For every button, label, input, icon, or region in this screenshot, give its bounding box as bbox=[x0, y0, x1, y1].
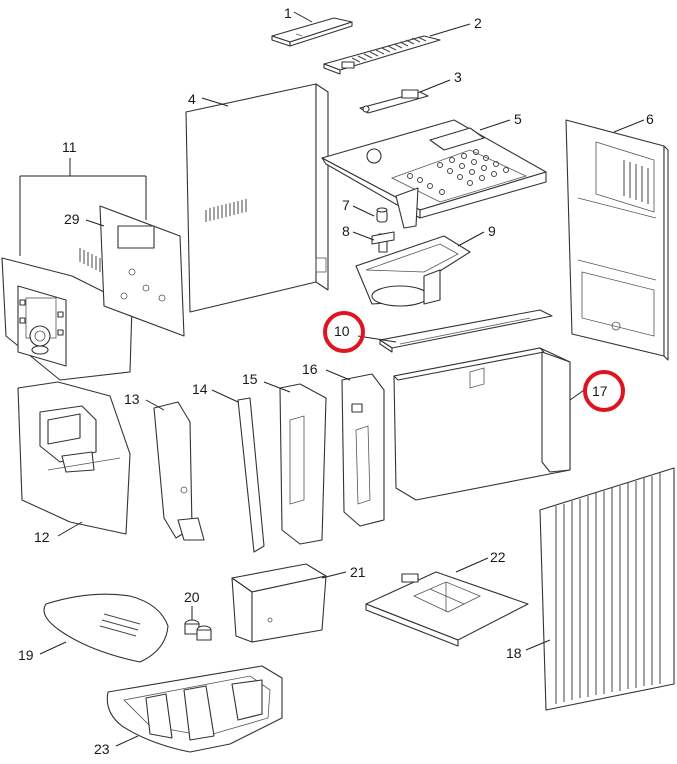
part-18-grille-panel bbox=[539, 467, 675, 711]
callout-labels: 1 2 3 4 5 6 7 8 9 10 11 12 13 14 15 16 1… bbox=[18, 5, 654, 757]
part-23-drip-base bbox=[106, 665, 283, 753]
part-19-drip-plate bbox=[43, 593, 169, 663]
part-10-rail bbox=[379, 309, 553, 353]
part-17-water-tank bbox=[393, 347, 571, 501]
part-4-side-panel bbox=[185, 83, 329, 313]
part-1-top-lid bbox=[271, 17, 353, 47]
callout-16: 16 bbox=[302, 361, 318, 377]
callout-20: 20 bbox=[184, 589, 200, 605]
part-5-cup-tray bbox=[321, 119, 547, 229]
callout-2: 2 bbox=[474, 15, 482, 31]
part-20-cylinders bbox=[184, 619, 212, 641]
callout-21: 21 bbox=[350, 564, 366, 580]
callout-12: 12 bbox=[34, 529, 50, 545]
callout-18: 18 bbox=[506, 645, 522, 661]
callout-3: 3 bbox=[454, 69, 462, 85]
leader-lines bbox=[19, 11, 645, 747]
callout-8: 8 bbox=[342, 223, 350, 239]
callout-14: 14 bbox=[192, 381, 208, 397]
highlight-circle-10 bbox=[323, 311, 365, 353]
callout-10: 10 bbox=[334, 323, 350, 339]
highlight-circle-17 bbox=[583, 370, 625, 412]
part-16-vertical-part bbox=[341, 373, 385, 527]
part-6-rear-panel bbox=[565, 119, 669, 361]
part-12-front-unit bbox=[17, 381, 131, 535]
callout-23: 23 bbox=[94, 741, 110, 757]
part-11-control-panel bbox=[1, 205, 185, 381]
callout-4: 4 bbox=[188, 91, 196, 107]
part-13-bracket bbox=[153, 401, 205, 541]
callout-11: 11 bbox=[62, 139, 77, 155]
part-15-side-frame bbox=[279, 383, 327, 545]
callout-19: 19 bbox=[18, 647, 34, 663]
callout-13: 13 bbox=[124, 391, 140, 407]
callout-15: 15 bbox=[242, 371, 258, 387]
part-7-knob bbox=[376, 207, 388, 223]
part-14-slim-panel bbox=[237, 397, 265, 553]
callout-1: 1 bbox=[284, 5, 292, 21]
callout-22: 22 bbox=[490, 549, 506, 565]
highlight-circles bbox=[323, 311, 625, 412]
callout-17: 17 bbox=[592, 383, 608, 399]
part-3-lever bbox=[359, 89, 429, 114]
callout-5: 5 bbox=[514, 111, 522, 127]
callout-6: 6 bbox=[646, 111, 654, 127]
callout-9: 9 bbox=[488, 223, 496, 239]
part-22-filter-tray bbox=[365, 571, 529, 647]
callout-29: 29 bbox=[64, 211, 80, 227]
part-2-vent-grid bbox=[323, 35, 441, 75]
part-21-grounds-box bbox=[231, 563, 327, 643]
part-9-container bbox=[355, 235, 471, 307]
callout-7: 7 bbox=[342, 197, 350, 213]
part-8-pin bbox=[371, 231, 395, 253]
